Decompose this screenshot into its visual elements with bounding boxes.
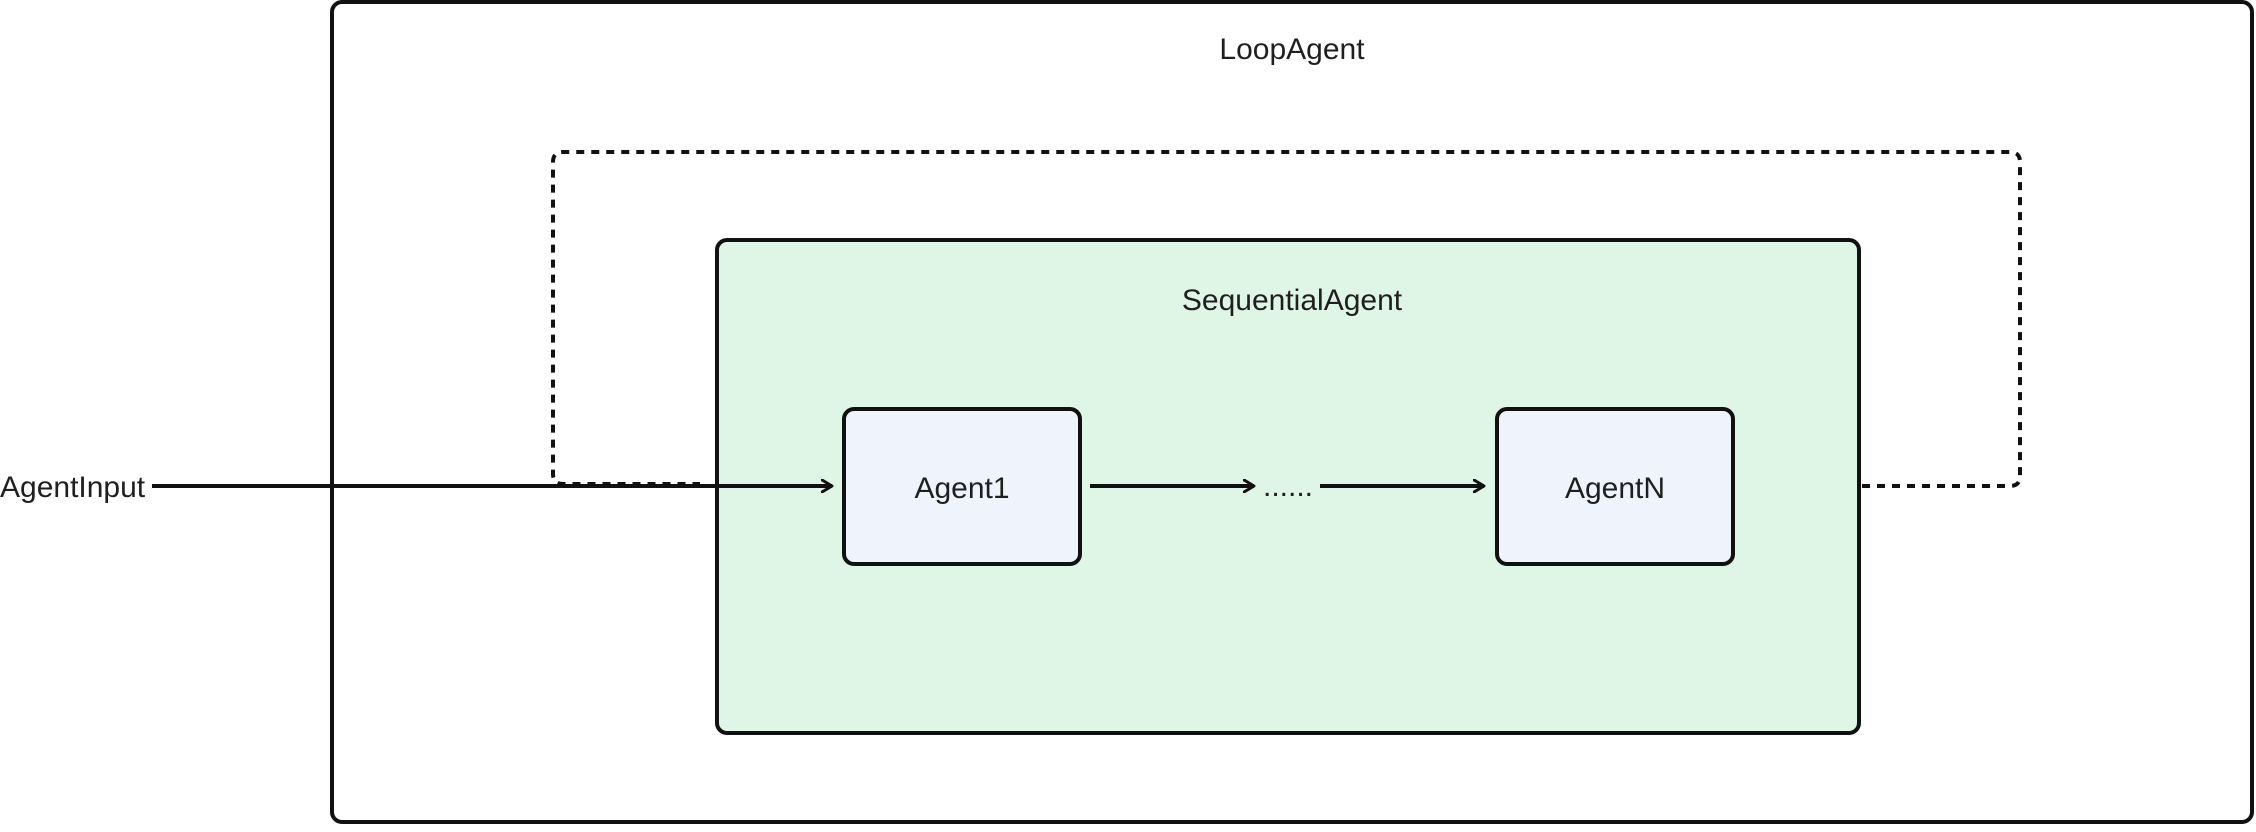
ellipsis-label: ...... bbox=[1263, 470, 1313, 503]
loop-agent-label: LoopAgent bbox=[1219, 33, 1365, 66]
sequential-agent-label: SequentialAgent bbox=[1182, 284, 1403, 317]
agent-last-box bbox=[1495, 407, 1735, 566]
agent-first-box bbox=[842, 407, 1082, 566]
agent-last-label: AgentN bbox=[1565, 472, 1665, 505]
loop-back-path bbox=[551, 150, 2022, 488]
agent-input-label: AgentInput bbox=[0, 471, 146, 504]
agent-first-label: Agent1 bbox=[914, 472, 1009, 505]
